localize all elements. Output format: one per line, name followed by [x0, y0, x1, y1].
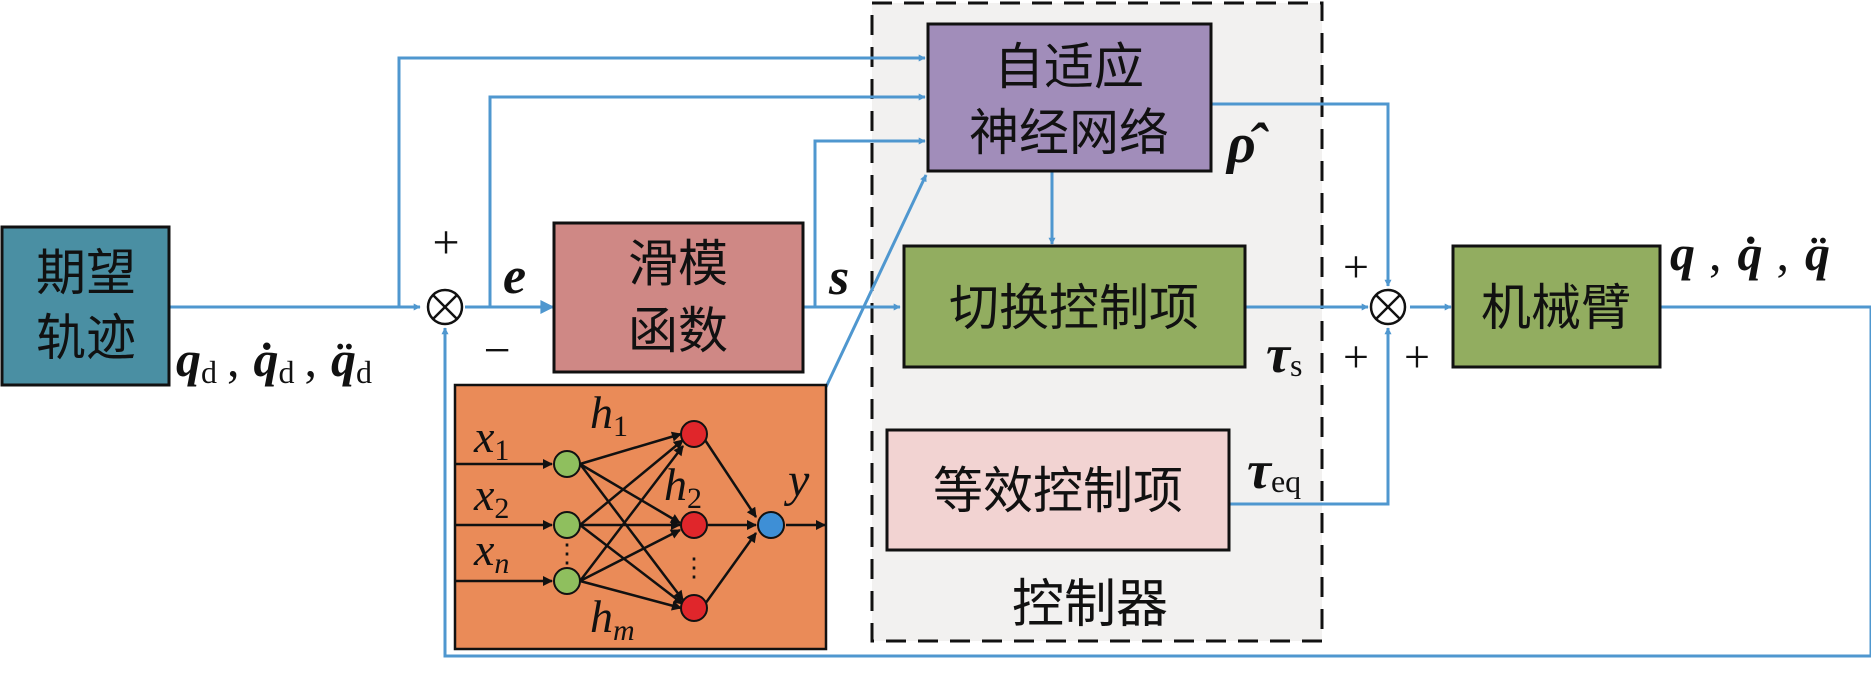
nn-label-x1: x1	[473, 411, 509, 467]
nn-hidden-node-2	[680, 511, 708, 539]
nn-hidden-node-1	[680, 420, 708, 448]
tau-eq-signal-label: τeq	[1247, 440, 1301, 500]
robot-arm-label: 机械臂	[1481, 279, 1631, 337]
switching-control-block	[902, 244, 1247, 369]
line-e-to-nn	[488, 93, 926, 307]
sum2-plus-top: +	[1343, 241, 1369, 292]
nn-label-h1: h1	[590, 387, 628, 443]
nn-hidden-vdots: ⋮	[681, 553, 707, 582]
sum1-minus-sign: −	[483, 324, 510, 377]
line-s-to-nn	[813, 137, 926, 307]
nn-label-y: y	[783, 454, 810, 507]
sum2-plus-bottom-left: +	[1343, 331, 1369, 382]
desired-trajectory-label-2: 轨迹	[36, 309, 136, 367]
sliding-mode-block	[552, 221, 805, 374]
sum-junction-2	[1369, 288, 1407, 326]
robot-arm-block	[1451, 244, 1662, 369]
controller-label: 控制器	[1012, 575, 1168, 635]
nn-label-hm: hm	[590, 591, 635, 647]
nn-output-node	[757, 511, 785, 539]
nn-input-node-2	[553, 511, 581, 539]
nn-structure-inset: ⋮ ⋮ x1 x2 xn h1 h2 hm y	[453, 383, 828, 651]
nn-input-vdots: ⋮	[554, 539, 580, 568]
nn-hidden-node-m	[680, 594, 708, 622]
desired-trajectory-label-1: 期望	[36, 244, 136, 302]
sliding-surface-signal-label: s	[828, 249, 849, 306]
desired-trajectory-block	[0, 225, 171, 387]
sum1-plus-sign: +	[432, 216, 459, 269]
line-eq-to-sum2	[1230, 327, 1392, 506]
signal-lines	[170, 54, 1871, 658]
nn-label-h2: h2	[664, 459, 702, 515]
line-qd-to-nn	[397, 54, 926, 307]
sum2-plus-bottom-right: +	[1404, 331, 1430, 382]
sliding-mode-label-2: 函数	[628, 302, 728, 360]
tau-s-signal-label: τs	[1266, 324, 1302, 384]
nn-label-xn: xn	[473, 524, 509, 580]
q-output-signal-label: q,q̇,q̈	[1670, 225, 1830, 281]
qd-signal-label: qd,q̇d,q̈d	[176, 331, 372, 390]
line-inset-to-nn	[824, 174, 928, 388]
nn-input-node-1	[553, 450, 581, 478]
equivalent-control-block	[885, 428, 1231, 552]
sum-junction-1	[426, 288, 464, 326]
adaptive-nn-block	[926, 22, 1213, 173]
adaptive-nn-label-1: 自适应	[994, 38, 1144, 96]
equivalent-control-label: 等效控制项	[933, 462, 1183, 520]
adaptive-nn-label-2: 神经网络	[969, 104, 1169, 162]
error-signal-label: e	[503, 248, 526, 305]
nn-input-node-n	[553, 567, 581, 595]
line-rho-to-sum2	[1207, 102, 1392, 287]
line-feedback	[441, 305, 1871, 658]
switching-control-label: 切换控制项	[949, 279, 1199, 337]
nn-label-x2: x2	[473, 469, 509, 525]
sliding-mode-label-1: 滑模	[628, 235, 728, 293]
